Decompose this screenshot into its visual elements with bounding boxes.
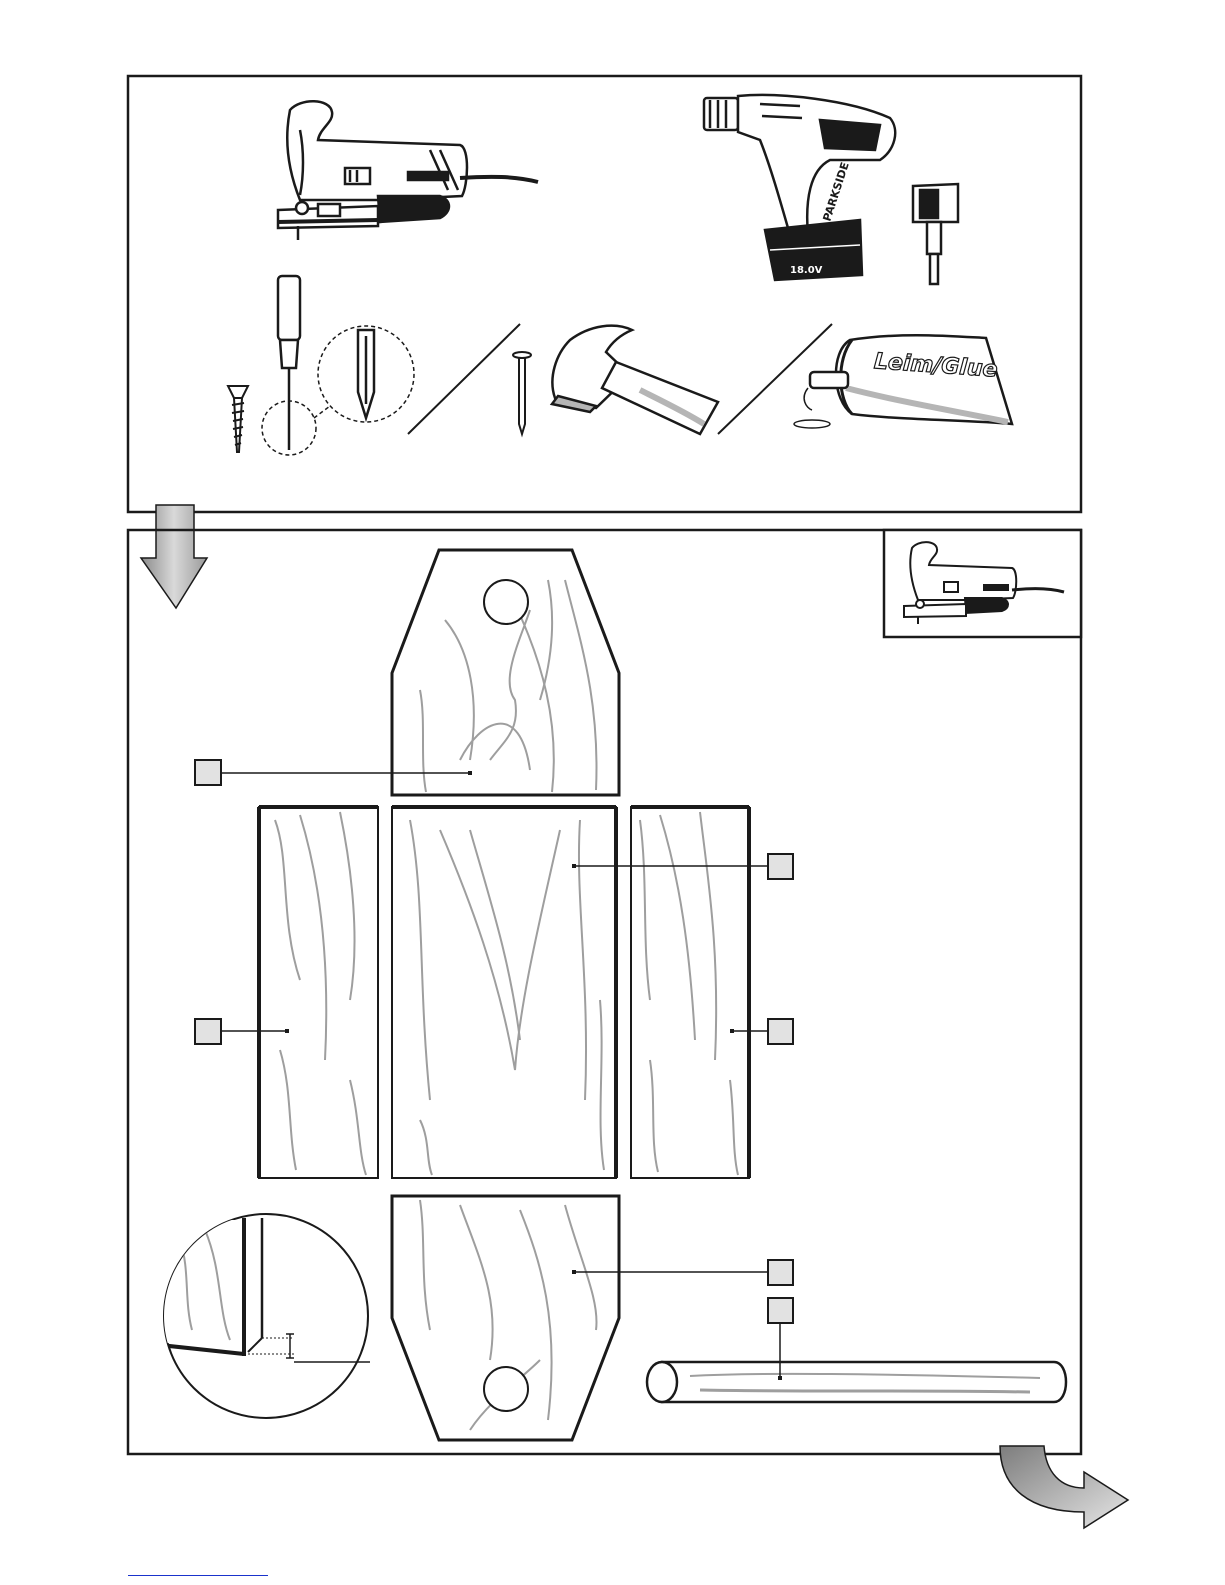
board-bottom-gable <box>392 1196 619 1440</box>
next-page-arrow-icon <box>1000 1446 1128 1528</box>
board-top-gable <box>392 550 619 795</box>
screwdriver-icon <box>262 276 414 455</box>
jigsaw-icon <box>278 101 538 240</box>
dowel-rod <box>647 1362 1066 1402</box>
board-back-center <box>392 807 616 1178</box>
step-arrow-down-icon <box>141 505 207 608</box>
battery-voltage-label: 18.0V <box>790 265 823 276</box>
forstner-bit-icon <box>913 184 958 284</box>
board-right-side <box>631 807 749 1178</box>
magnified-detail <box>160 1214 370 1418</box>
screw-icon <box>228 386 248 452</box>
gable-bottom-hole <box>484 1367 528 1411</box>
glue-tube-icon: Leim/Glue <box>794 335 1012 428</box>
board-left-side <box>259 807 378 1178</box>
separator-1 <box>408 324 520 434</box>
drill-brand-label: PARKSIDE <box>820 161 851 223</box>
cordless-drill-icon: 18.0V PARKSIDE <box>704 95 895 280</box>
gable-top-hole <box>484 580 528 624</box>
footer-rule <box>128 1575 268 1576</box>
hammer-icon <box>552 326 718 434</box>
nail-icon <box>513 352 531 434</box>
tools-panel-frame <box>128 76 1081 512</box>
